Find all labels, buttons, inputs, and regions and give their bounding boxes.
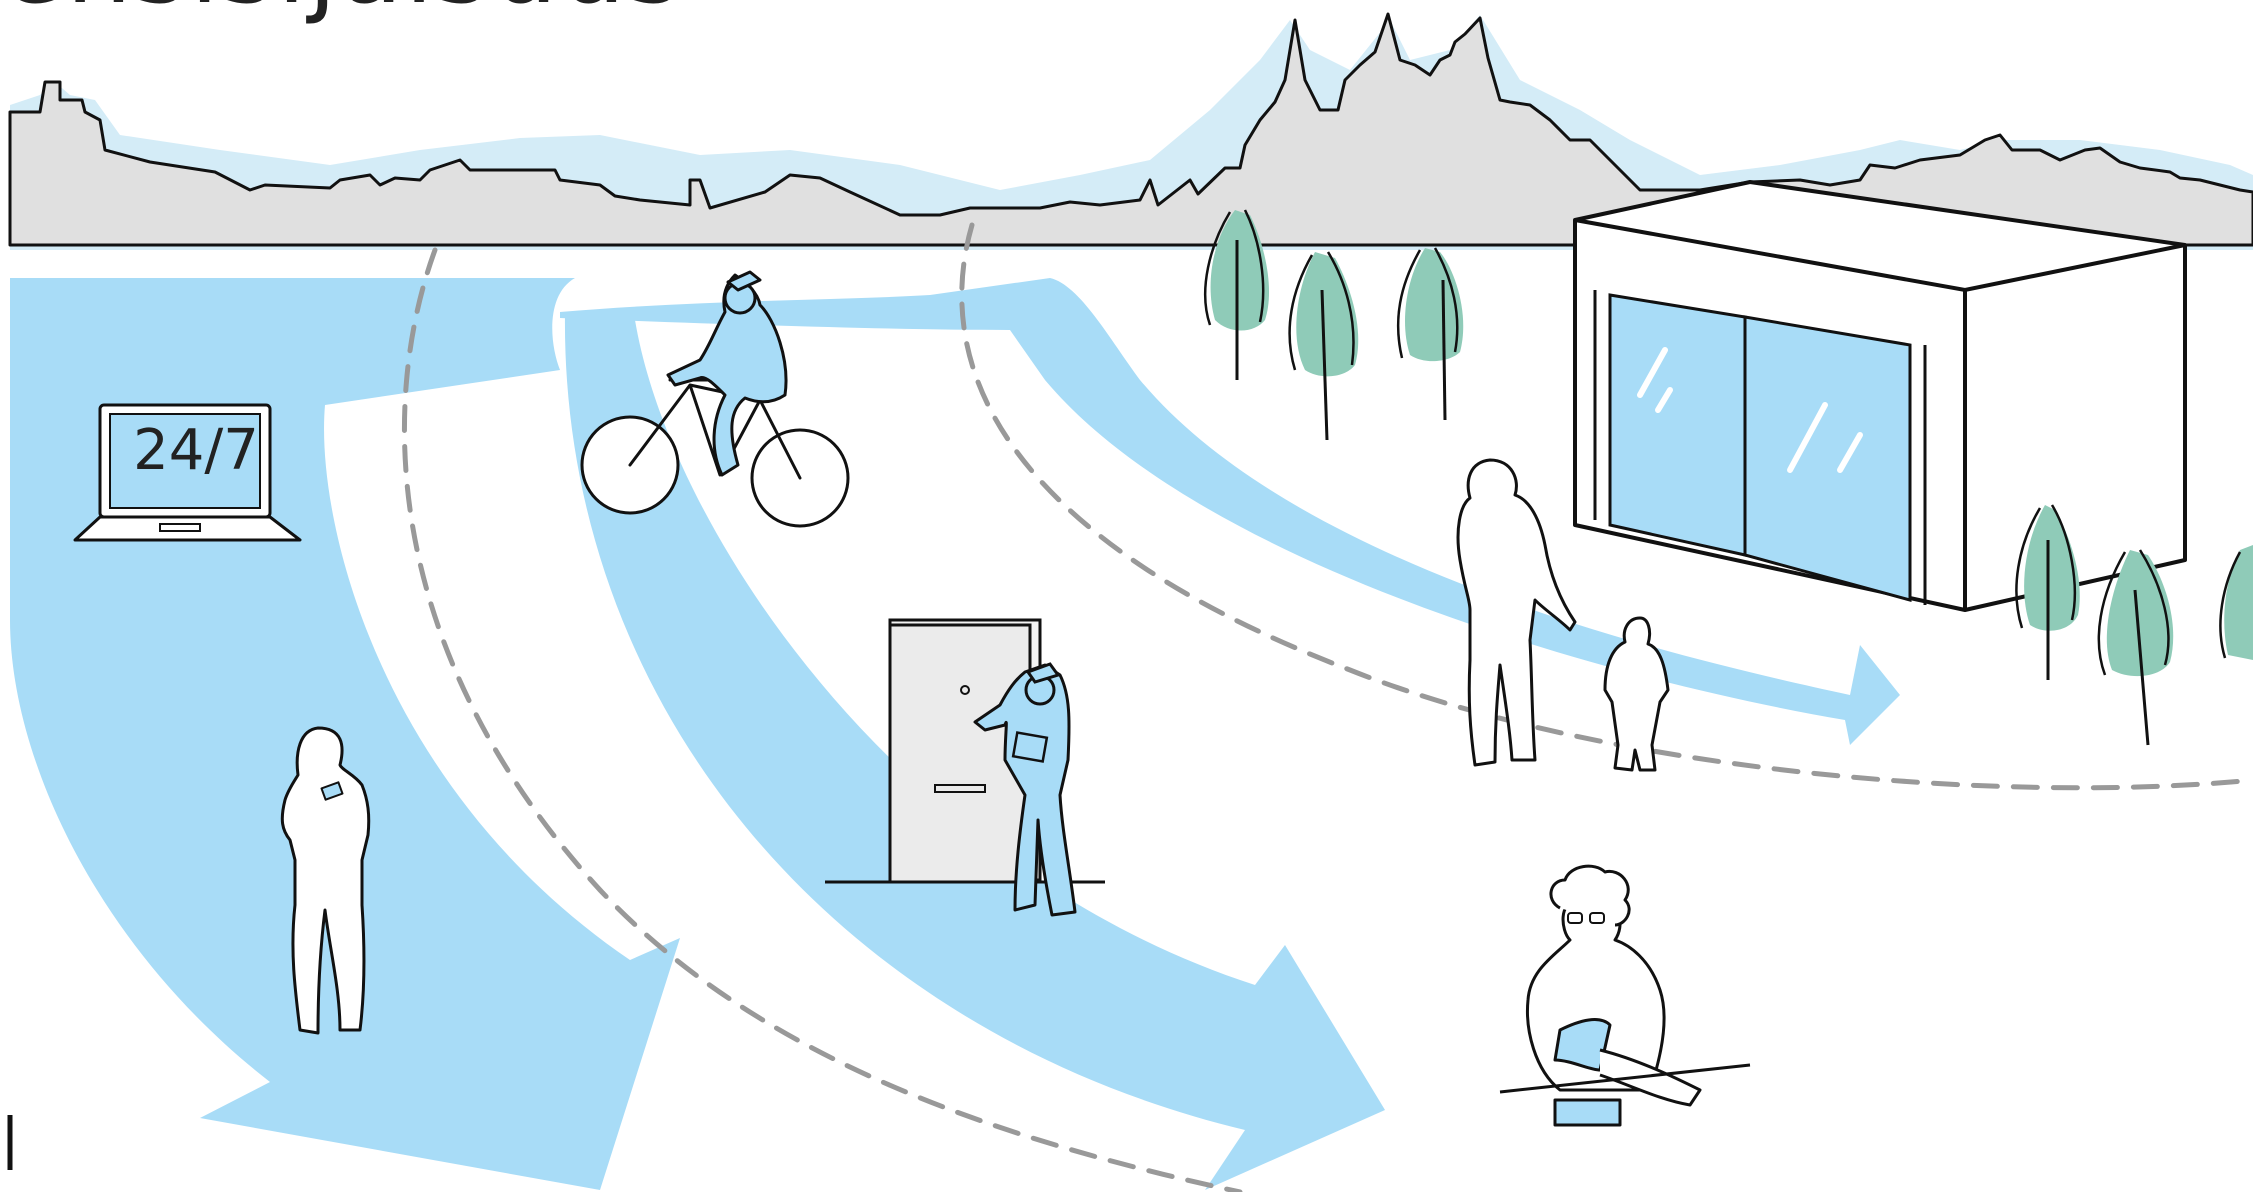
page-title: ensisijaisuus bbox=[0, 0, 684, 18]
trees-front bbox=[2015, 504, 2253, 746]
skyline-silhouette bbox=[8, 12, 2253, 247]
trees-back bbox=[1204, 209, 1464, 441]
clinic-flow-arrow bbox=[560, 278, 1900, 745]
outer-dashed-arc bbox=[959, 222, 2253, 791]
boundary-lines bbox=[401, 222, 2253, 1192]
home-visit-flow-arrow bbox=[564, 312, 1385, 1190]
elderly-woman-blood-pressure bbox=[1499, 864, 1751, 1127]
tree-icon bbox=[2219, 545, 2253, 660]
visiting-nurse-figure bbox=[973, 663, 1077, 917]
tree-icon bbox=[2097, 549, 2174, 746]
home-visit-scene bbox=[825, 618, 1105, 917]
cyclist-nurse bbox=[580, 270, 850, 528]
tree-icon bbox=[1204, 209, 1270, 380]
laptop-icon bbox=[73, 403, 302, 542]
tree-icon bbox=[1396, 247, 1464, 421]
inner-dashed-arc bbox=[401, 247, 1243, 1192]
woman-with-phone bbox=[280, 726, 371, 1035]
mother-and-child bbox=[1456, 458, 1670, 772]
building-window bbox=[1608, 293, 1747, 557]
pharmacy-building-icon bbox=[1573, 180, 2187, 612]
building-window bbox=[1743, 315, 1912, 602]
tree-icon bbox=[1288, 251, 1359, 441]
tree-icon bbox=[2015, 504, 2080, 680]
laptop-screen-text: 24/7 bbox=[133, 418, 259, 483]
cyclist-figure bbox=[666, 273, 788, 477]
blood-pressure-monitor-icon bbox=[1553, 1098, 1622, 1127]
